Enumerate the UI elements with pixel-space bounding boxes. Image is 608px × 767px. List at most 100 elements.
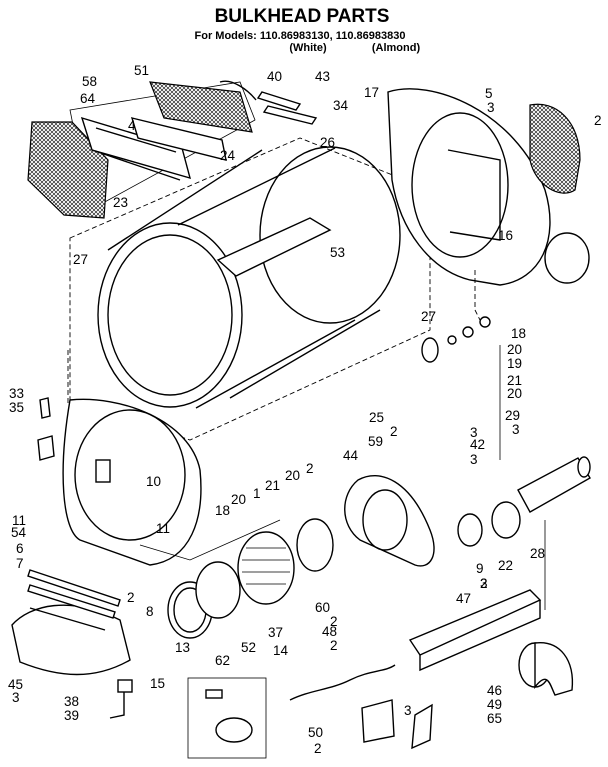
part-callout-c16: 16 [498,228,513,243]
bracket-34 [262,105,318,125]
part-callout-c47: 47 [456,591,471,606]
drum-baffle [216,217,332,277]
exhaust-tube [517,456,591,513]
part-callout-c23: 23 [113,195,128,210]
part-callout-c2f: 2 [330,614,338,629]
part-callout-c35: 35 [9,400,24,415]
model-color-white: (White) [289,42,327,54]
ring-52 [195,561,241,619]
wire-39 [109,692,125,719]
part-callout-c34: 34 [333,98,349,113]
blower-wheel [237,531,295,605]
thermostat-33 [39,397,51,419]
part-callout-c58: 58 [82,74,97,89]
part-callout-c24: 24 [220,148,236,163]
part-callout-c53: 53 [330,245,345,260]
blower-housing [344,475,435,567]
part-callout-c5: 5 [485,86,493,101]
part-callout-c2d: 2 [480,576,488,591]
ring-60 [296,518,334,572]
exhaust-elbow [518,642,574,696]
part-callout-c65: 65 [487,711,502,726]
part-callout-c3f: 3 [12,690,20,705]
part-callout-c20b: 20 [507,386,522,401]
part-callout-c6: 6 [16,541,24,556]
part-callout-c4: 4 [128,118,136,133]
bracket-43 [256,91,302,111]
part-callout-c37: 37 [268,625,283,640]
switch-38 [117,679,133,693]
part-callout-c45: 45 [8,677,23,692]
part-callout-c3g: 3 [404,703,412,718]
lint-screen [27,121,109,219]
part-callout-c29: 29 [505,408,520,423]
kit-15-parts [205,689,253,743]
part-callout-c17: 17 [364,85,379,100]
part-callout-c18a: 18 [511,326,526,341]
part-callout-c8: 8 [146,604,154,619]
part-callout-c3b: 3 [512,422,520,437]
front-strip-7 [27,584,116,619]
harness-40 [219,80,257,101]
front-bulkhead [62,398,202,566]
part-callout-c60: 60 [315,600,330,615]
front-panel [11,604,131,676]
part-callout-c10: 10 [146,474,161,489]
part-callout-c3e: 3 [480,576,488,591]
part-callout-c13: 13 [175,640,190,655]
part-callout-c3d: 3 [470,452,478,467]
rear-axle-guide [474,270,481,321]
part-callout-c2b: 2 [390,424,398,439]
part-callout-c42: 42 [470,437,485,452]
wire-harness [289,664,396,701]
exhaust-grille [529,103,581,194]
part-callout-c20a: 20 [507,342,522,357]
models-line: For Models: 110.86983130, 110.86983830 [195,30,406,42]
part-callout-c44: 44 [343,448,359,463]
rear-bulkhead [387,88,551,286]
part-callout-c50: 50 [308,725,323,740]
part-callout-c3a: 3 [487,100,495,115]
part-callout-c11a: 11 [12,513,26,528]
drum [97,146,401,409]
part-callout-c27a: 27 [73,252,88,267]
part-callout-c49: 49 [487,697,502,712]
part-callout-c2c: 2 [306,461,314,476]
part-callout-c59: 59 [368,434,383,449]
part-callout-c64: 64 [80,91,96,106]
part-callout-c22: 22 [498,558,513,573]
part-callout-c15: 15 [150,676,165,691]
part-callout-c46: 46 [487,683,502,698]
part-callout-c9: 9 [476,561,484,576]
part-callout-c7: 7 [16,556,24,571]
part-callout-c20d: 20 [231,492,246,507]
part-callout-c33: 33 [9,386,24,401]
part-callout-c2e: 2 [127,590,135,605]
kit-15-box [187,677,267,759]
part-callout-c2a: 2 [594,113,602,128]
part-callout-c39: 39 [64,708,79,723]
part-callout-c1: 1 [253,486,261,501]
heater-duct [408,589,542,672]
part-callout-c38: 38 [64,694,79,709]
part-callout-c25: 25 [369,410,384,425]
part-callout-c26: 26 [320,135,335,150]
filter-plate [130,117,227,161]
model-color-almond: (Almond) [372,42,421,54]
page-title: BULKHEAD PARTS [215,6,390,27]
part-callout-c52: 52 [241,640,256,655]
rear-duct-ring [544,232,590,284]
part-callout-c43: 43 [315,69,330,84]
bracket-50 [361,699,395,743]
part-callout-c2g: 2 [330,638,338,653]
part-callout-c48: 48 [322,624,337,639]
part-callout-c28: 28 [530,546,545,561]
coupling-9 [457,513,483,547]
coupling-22 [491,501,521,539]
part-callout-c11b: 11 [156,521,170,536]
bracket-3 [411,703,433,750]
part-callout-c21b: 21 [265,478,280,493]
part-callout-c40: 40 [267,69,282,84]
